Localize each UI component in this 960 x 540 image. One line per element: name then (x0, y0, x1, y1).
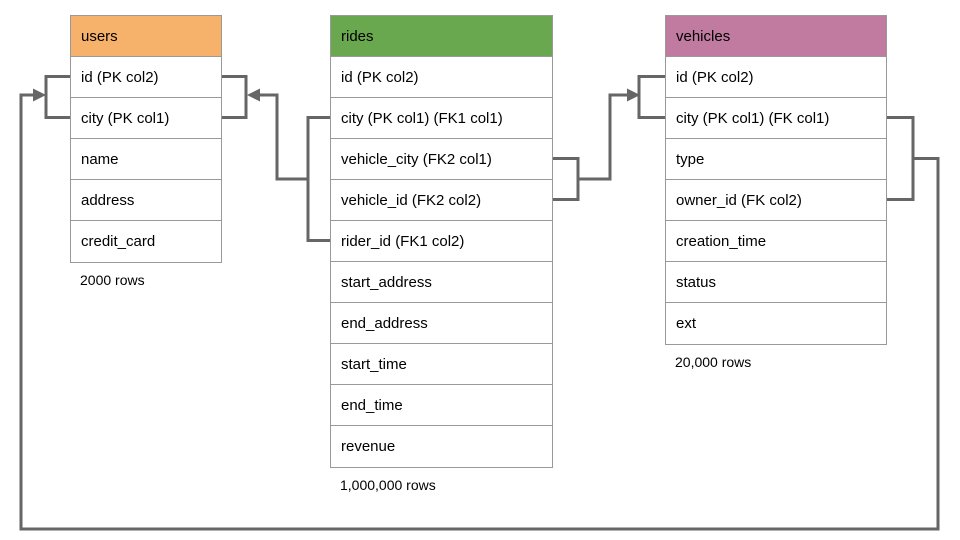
table-row: city (PK col1) (FK col1) (666, 98, 886, 139)
fk2-rides-bracket (553, 157, 580, 201)
fk1-rides-bracket (306, 116, 330, 242)
table-vehicles-title: vehicles (666, 16, 886, 57)
table-users-title: users (71, 16, 221, 57)
fk-arrowhead-icon (33, 88, 46, 102)
table-users-box: users id (PK col2) city (PK col1) name a… (70, 15, 222, 263)
fk-users-bracket (44, 75, 70, 119)
table-row: end_address (331, 303, 552, 344)
table-row: city (PK col1) (FK1 col1) (331, 98, 552, 139)
table-row: vehicle_city (FK2 col1) (331, 139, 552, 180)
table-row: credit_card (81, 233, 156, 250)
table-row: name (71, 139, 221, 180)
table-vehicles-rowcount: 20,000 rows (675, 354, 752, 370)
table-row: status (666, 262, 886, 303)
table-rides-rowcount: 1,000,000 rows (340, 477, 436, 493)
table-row: id (PK col2) (666, 57, 886, 98)
table-vehicles: vehicles id (PK col2) city (PK col1) (FK… (665, 15, 887, 370)
table-row: creation_time (666, 221, 886, 262)
table-row: start_address (331, 262, 552, 303)
table-row: end_time (331, 385, 552, 426)
table-vehicles-box: vehicles id (PK col2) city (PK col1) (FK… (665, 15, 887, 345)
table-row: rider_id (FK1 col2) (331, 221, 552, 262)
fk2-arrowhead-icon (627, 88, 640, 102)
table-row: owner_id (FK col2) (666, 180, 886, 221)
table-rides-title: rides (331, 16, 552, 57)
table-users: users id (PK col2) city (PK col1) name a… (70, 15, 222, 288)
table-row: type (666, 139, 886, 180)
fk-link-line (19, 93, 940, 531)
fk2-link-line (578, 93, 628, 181)
fk-vehicles-bracket (887, 116, 915, 201)
table-row: address (71, 180, 221, 221)
table-row: revenue (341, 438, 396, 455)
fk1-link-line (259, 93, 308, 181)
table-row: id (PK col2) (331, 57, 552, 98)
table-row: city (PK col1) (71, 98, 221, 139)
table-row: start_time (331, 344, 552, 385)
table-users-rowcount: 2000 rows (80, 272, 145, 288)
table-rides-box: rides id (PK col2) city (PK col1) (FK1 c… (330, 15, 553, 468)
table-row: vehicle_id (FK2 col2) (331, 180, 552, 221)
table-rides: rides id (PK col2) city (PK col1) (FK1 c… (330, 15, 553, 493)
table-row: id (PK col2) (71, 57, 221, 98)
relationship-fk-vehicles-users (19, 75, 940, 531)
fk1-users-bracket (221, 75, 248, 119)
relationship-fk2-rides-vehicles (553, 75, 665, 201)
table-row: ext (676, 315, 697, 332)
relationship-fk1-rides-users (221, 75, 330, 242)
fk1-arrowhead-icon (247, 88, 260, 102)
fk2-vehicles-bracket (637, 75, 665, 119)
